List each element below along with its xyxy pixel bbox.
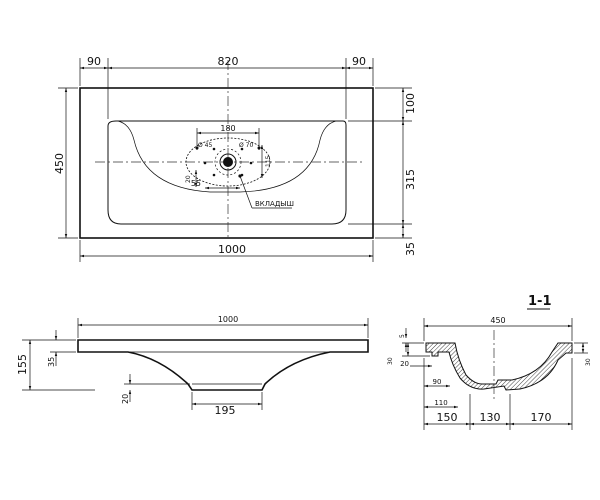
section-view: 1-1 450 5 30 30 20 90 110 — [387, 294, 592, 430]
section-dim-30-right: 30 — [585, 358, 592, 366]
front-view: 1000 155 35 20 195 — [16, 315, 369, 417]
section-dim-130: 130 — [480, 411, 501, 424]
drain-d45-label: Ø 45 — [198, 142, 212, 149]
section-dim-170: 170 — [531, 411, 552, 424]
bowl-outline — [107, 120, 347, 225]
basin-outline — [79, 87, 374, 239]
dim-top-middle-820: 820 — [218, 55, 239, 68]
drain-180-label: 180 — [220, 124, 235, 133]
section-dim-20: 20 — [400, 360, 409, 368]
dim-top-right-90: 90 — [352, 55, 366, 68]
dim-right-100: 100 — [404, 93, 417, 114]
section-dim-150: 150 — [437, 411, 458, 424]
top-view: 180 Ø 45 Ø 70 115 20 55 ВКЛАДЫШ 90 820 9… — [53, 55, 417, 262]
drain-20-label: 20 — [185, 175, 192, 183]
section-dim-5: 5 — [399, 334, 406, 338]
front-dim-1000: 1000 — [218, 315, 238, 324]
section-title: 1-1 — [528, 294, 552, 309]
dim-top-left-90: 90 — [87, 55, 101, 68]
insert-label: ВКЛАДЫШ — [255, 200, 294, 208]
section-dim-30-left: 30 — [387, 357, 394, 365]
front-dim-20: 20 — [121, 394, 130, 404]
drain-hole — [219, 153, 237, 171]
front-profile — [77, 339, 369, 391]
section-dim-450: 450 — [490, 316, 505, 325]
section-dim-110: 110 — [434, 399, 447, 407]
section-profile — [425, 342, 573, 391]
front-dim-195: 195 — [215, 404, 236, 417]
dim-bottom-1000: 1000 — [218, 243, 246, 256]
dim-right-35: 35 — [404, 242, 417, 256]
drain-55-label: 55 — [191, 179, 201, 188]
drain-115-label: 115 — [265, 155, 272, 167]
insert-ellipse — [185, 137, 271, 187]
section-dim-90: 90 — [433, 378, 442, 386]
dim-left-450: 450 — [53, 153, 66, 174]
front-dim-155: 155 — [16, 354, 29, 375]
dim-right-315: 315 — [404, 169, 417, 190]
drain-d70-label: Ø 70 — [239, 142, 253, 149]
front-dim-35: 35 — [47, 357, 56, 367]
